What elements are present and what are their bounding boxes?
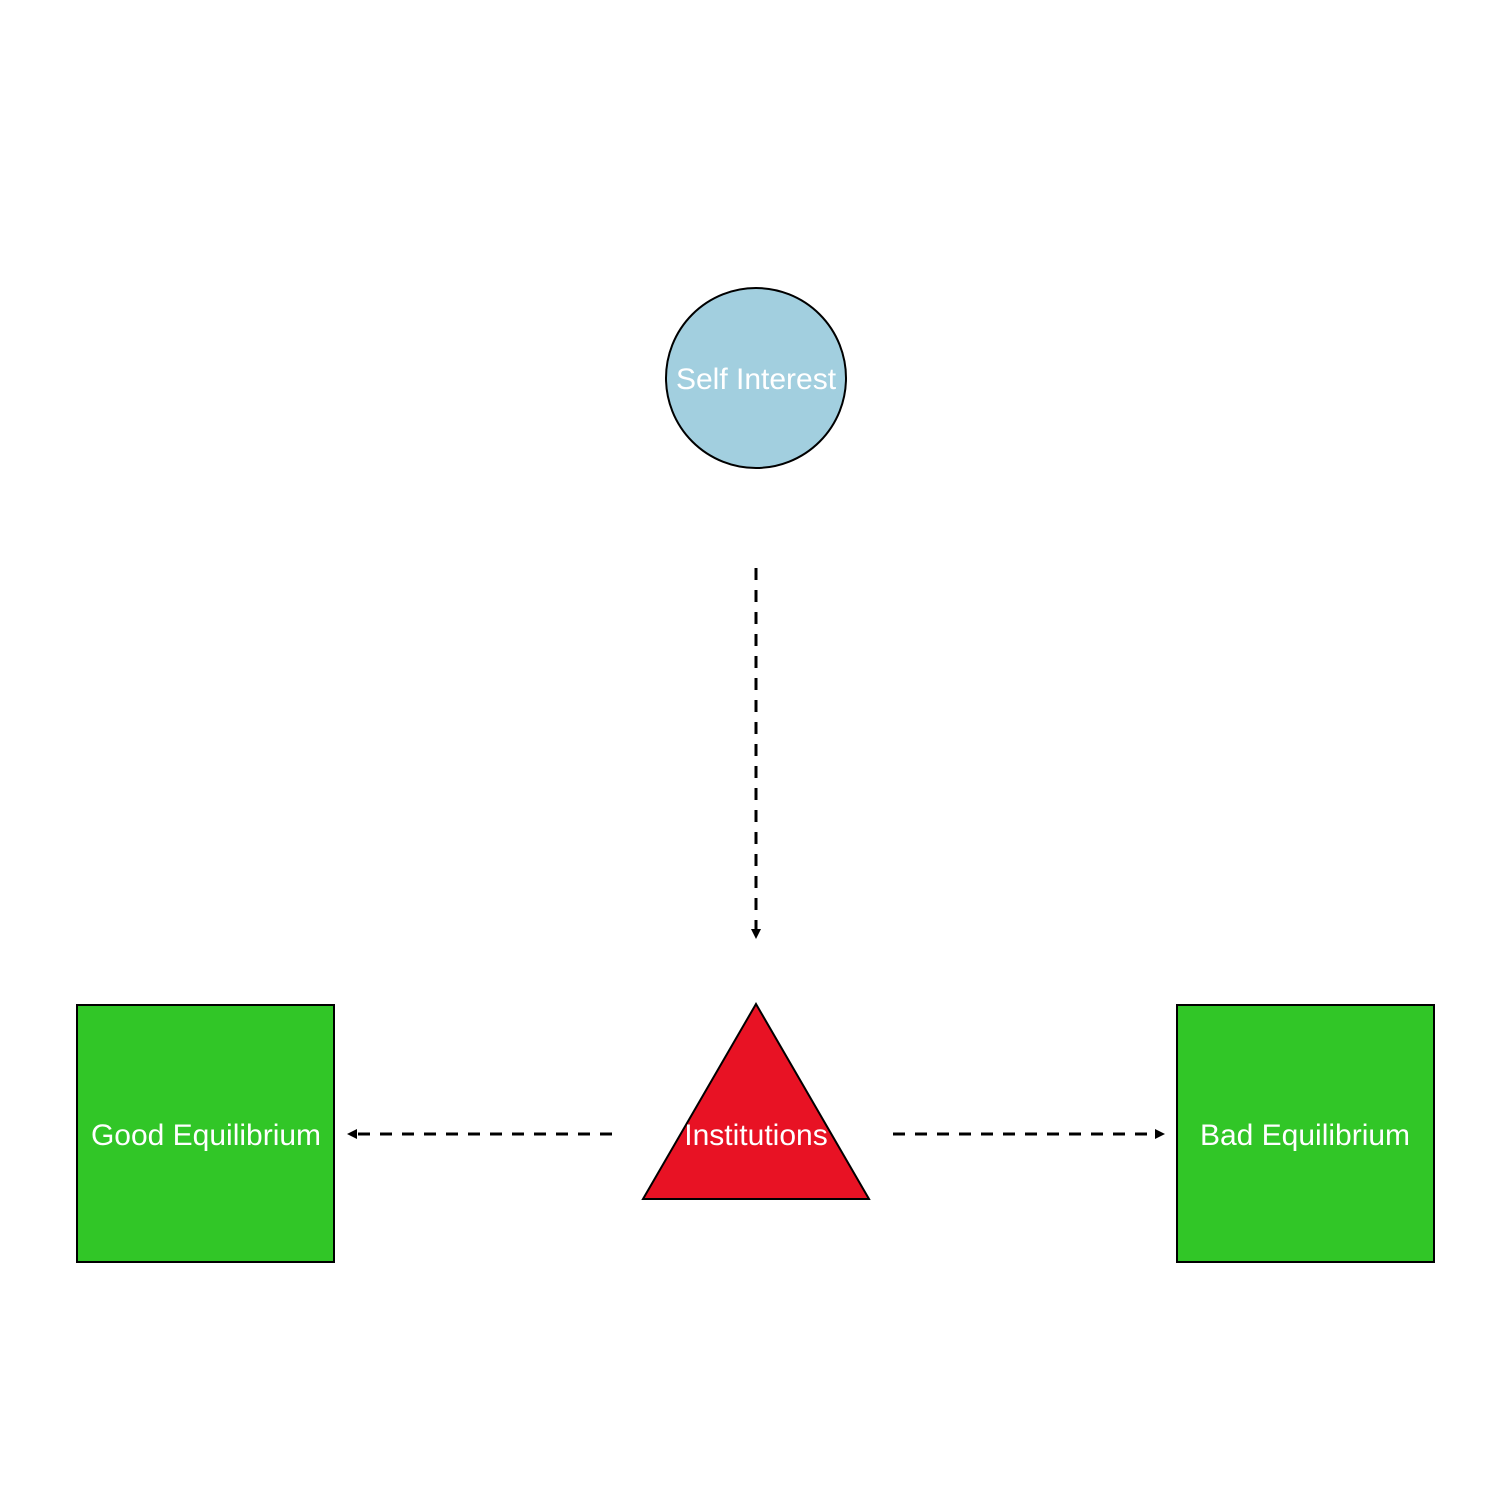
node-bad-equilibrium[interactable]: Bad Equilibrium	[1176, 1004, 1435, 1263]
institutions-triangle	[641, 1002, 871, 1200]
node-self-interest[interactable]: Self Interest	[665, 287, 847, 469]
node-good-equilibrium[interactable]: Good Equilibrium	[76, 1004, 335, 1263]
institutions-label: Institutions	[684, 1119, 827, 1152]
self-interest-label: Self Interest	[676, 363, 837, 396]
bad-equilibrium-square	[1176, 1004, 1435, 1263]
bad-equilibrium-label: Bad Equilibrium	[1200, 1119, 1410, 1152]
node-institutions[interactable]: Institutions	[641, 1002, 871, 1200]
self-interest-circle	[665, 287, 847, 469]
good-equilibrium-square	[76, 1004, 335, 1263]
good-equilibrium-label: Good Equilibrium	[91, 1119, 321, 1152]
